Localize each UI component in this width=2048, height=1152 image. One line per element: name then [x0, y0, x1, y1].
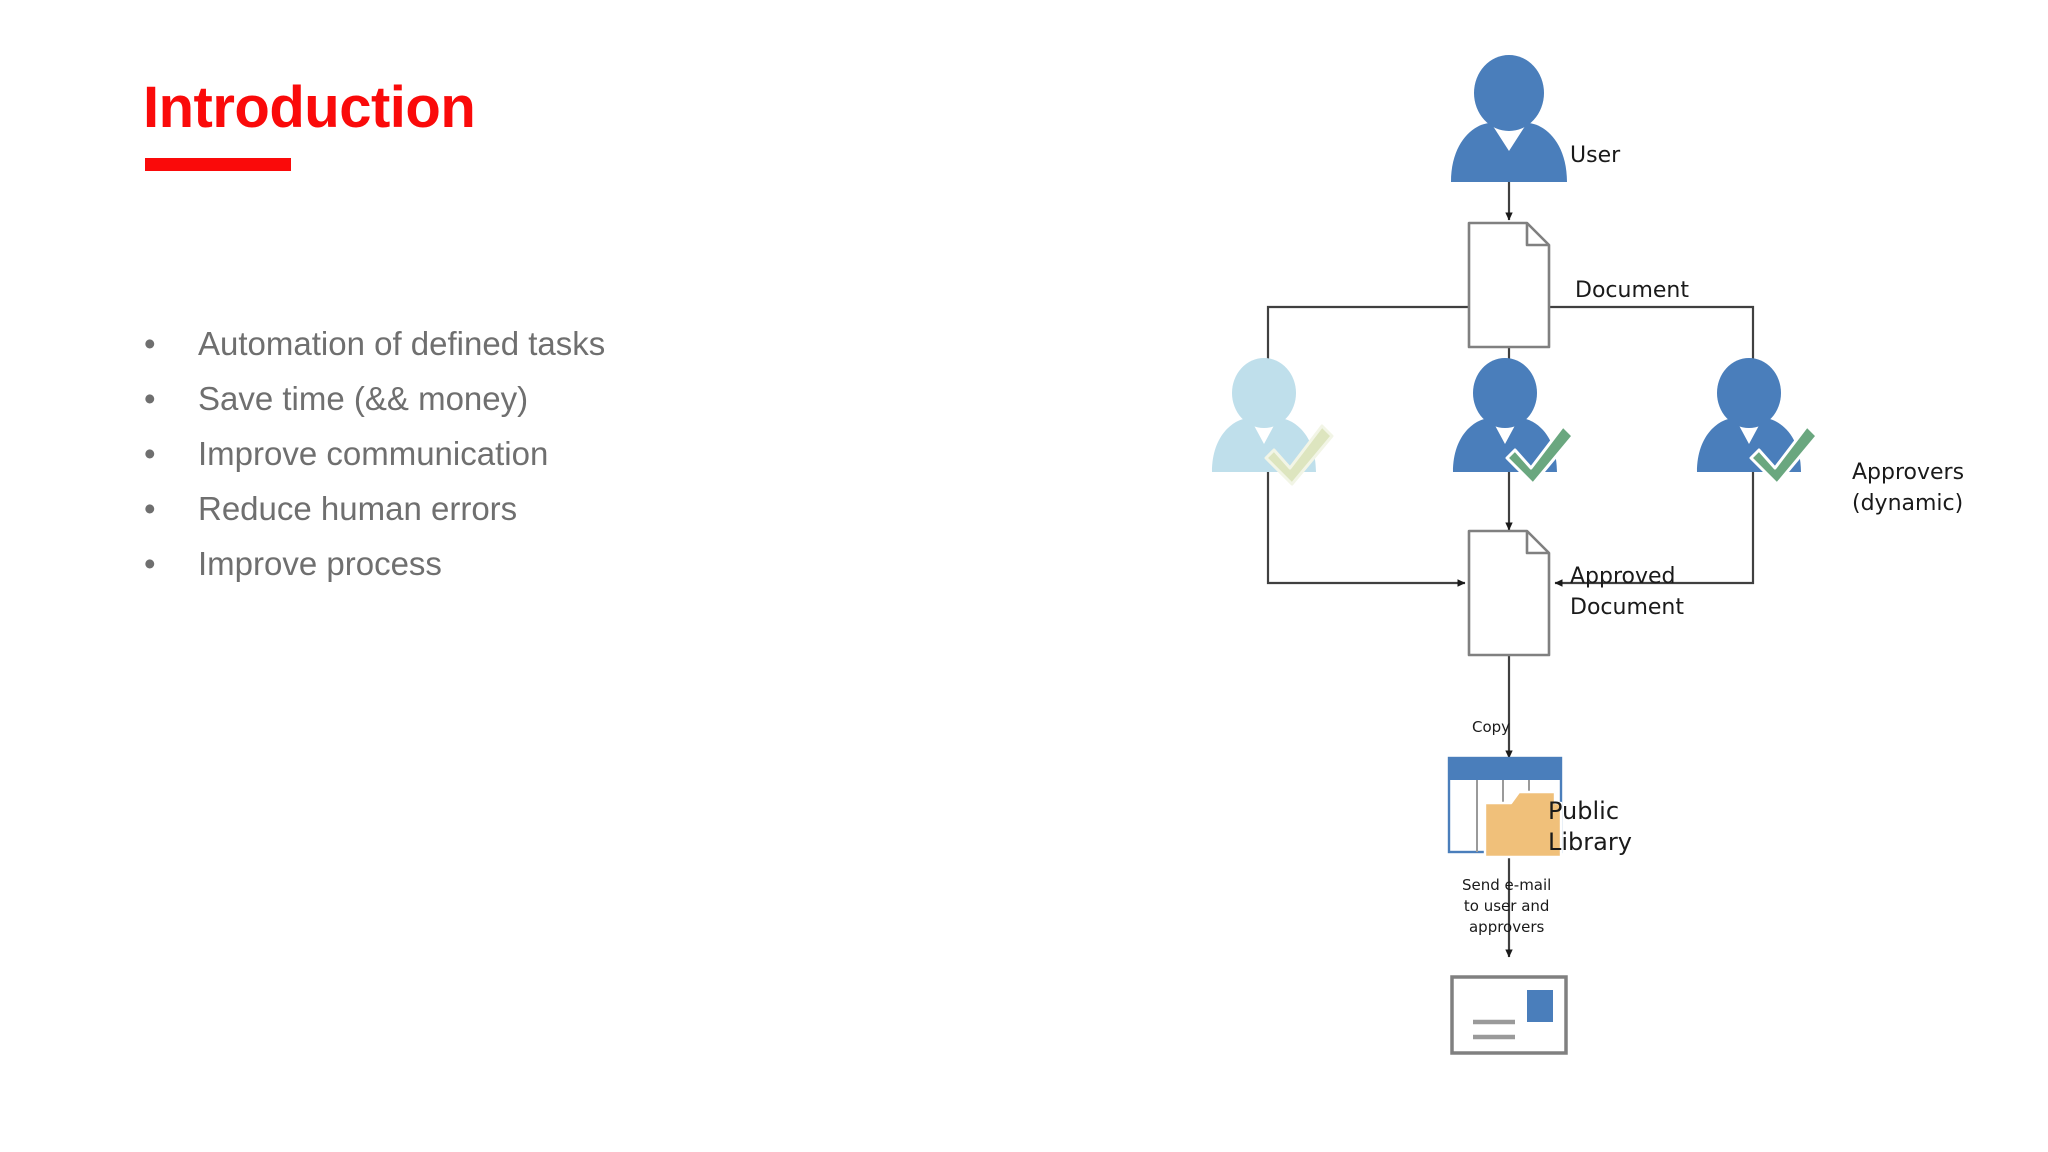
bullet-marker: • [144, 325, 156, 362]
edge-label-send-email-line2: to user and [1463, 897, 1550, 915]
node-label-library-line2: Library [1548, 828, 1632, 856]
bullet-marker: • [144, 545, 156, 582]
node-label-approved-line1: Approved [1570, 564, 1676, 589]
node-label-approvers: Approvers (dynamic) [1852, 457, 1964, 519]
person-check-icon [1453, 358, 1575, 486]
bullet-text: Reduce human errors [198, 490, 518, 527]
bullet-text: Improve communication [198, 435, 549, 472]
title-underline-bar [145, 158, 291, 171]
edge-approver-pending-to-approved [1266, 458, 1466, 587]
node-label-library-line1: Public [1548, 797, 1620, 825]
node-label-user: User [1570, 143, 1621, 168]
bullet-marker: • [144, 380, 156, 417]
person-icon [1451, 55, 1567, 182]
bullet-marker: • [144, 435, 156, 472]
node-label-public-library: Public Library [1548, 796, 1632, 858]
edge-label-send-email: Send e-mail to user and approvers [1462, 875, 1551, 938]
bullet-list: • Automation of defined tasks • Save tim… [140, 316, 760, 591]
edge-label-copy: Copy [1472, 718, 1511, 736]
list-item: • Improve process [140, 536, 760, 591]
edge-label-send-email-line3: approvers [1468, 918, 1545, 936]
edge-label-send-email-line1: Send e-mail [1462, 876, 1552, 894]
list-item: • Reduce human errors [140, 481, 760, 536]
page-title: Introduction [143, 75, 476, 140]
list-item: • Automation of defined tasks [140, 316, 760, 371]
bullet-text: Automation of defined tasks [198, 325, 606, 362]
document-icon [1467, 529, 1551, 657]
bullet-text: Improve process [198, 545, 442, 582]
list-item: • Save time (&& money) [140, 371, 760, 426]
library-folder-icon [1447, 756, 1563, 859]
workflow-diagram: User Document Approvers (dynamic) Approv… [1180, 30, 2048, 1070]
edge-document-to-approver-pending [1264, 305, 1471, 373]
node-label-approvers-line2: (dynamic) [1852, 491, 1964, 516]
node-label-document: Document [1575, 278, 1689, 303]
list-item: • Improve communication [140, 426, 760, 481]
edge-document-to-approver-dynamic [1548, 305, 1757, 373]
node-label-approved-line2: Document [1570, 595, 1684, 620]
bullet-text: Save time (&& money) [198, 380, 529, 417]
person-check-icon [1697, 358, 1819, 486]
node-label-approved-document: Approved Document [1570, 561, 1684, 623]
envelope-icon [1450, 975, 1568, 1055]
node-label-approvers-line1: Approvers [1852, 460, 1965, 485]
bullet-marker: • [144, 490, 156, 527]
person-check-faded-icon [1212, 358, 1334, 486]
edge-approver-dynamic-to-approved [1554, 458, 1755, 587]
document-icon [1467, 221, 1551, 349]
